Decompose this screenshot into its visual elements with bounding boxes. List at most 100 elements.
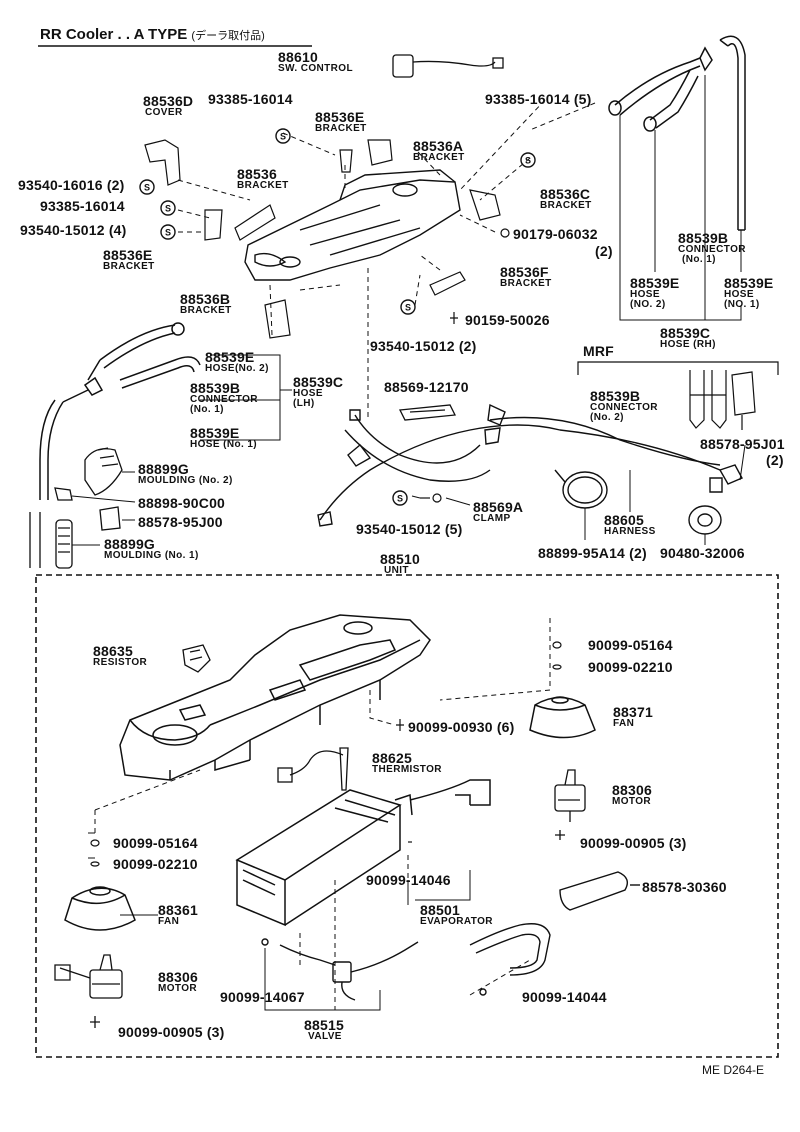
motor-right-drawing xyxy=(554,769,586,840)
part-number: 88510 xyxy=(380,551,420,567)
callout-88578-30360[interactable]: 88578-30360 xyxy=(642,879,727,895)
callout-88569-12170[interactable]: 88569-12170 xyxy=(384,379,469,395)
callout-88625[interactable]: 88625 THERMISTOR xyxy=(372,751,442,775)
part-number: 88899G xyxy=(104,536,156,552)
title-note: (デーラ取付品) xyxy=(191,30,265,42)
callout-90099-00905-b[interactable]: 90099-00905 (3) xyxy=(118,1024,225,1040)
callout-88610[interactable]: 88610 SW. CONTROL xyxy=(278,50,353,74)
callout-90099-14067[interactable]: 90099-14067 xyxy=(220,989,305,1005)
callout-88578-95J01[interactable]: 88578-95J01 (2) xyxy=(700,437,785,467)
callout-88539B-mrf[interactable]: 88539B CONNECTOR (No. 2) xyxy=(590,389,658,423)
callout-93540-15012-5[interactable]: 93540-15012 (5) xyxy=(356,521,463,537)
callout-93385-16014-a[interactable]: 93385-16014 xyxy=(208,91,293,107)
svg-text:S: S xyxy=(280,132,286,142)
callout-88539B-lh[interactable]: 88539B CONNECTOR (No. 1) xyxy=(190,381,258,415)
grommet-drawing xyxy=(688,505,722,535)
callout-88899-95A14[interactable]: 88899-95A14 (2) xyxy=(538,545,647,561)
part-name: BRACKET xyxy=(103,261,155,272)
part-name: MOTOR xyxy=(612,796,652,807)
callout-90099-00905-a[interactable]: 90099-00905 (3) xyxy=(580,835,687,851)
callout-90480-32006[interactable]: 90480-32006 xyxy=(660,545,745,561)
part-number: 88306 xyxy=(612,782,652,798)
part-sub: (NO. 1) xyxy=(724,299,760,310)
callout-88536B[interactable]: 88536B BRACKET xyxy=(180,292,232,316)
part-sub: (No. 1) xyxy=(682,254,716,265)
part-name: COVER xyxy=(145,107,183,118)
callout-88306-left[interactable]: 88306 MOTOR xyxy=(158,970,198,994)
callout-88539E-no2-lh[interactable]: 88539E HOSE(No. 2) xyxy=(205,350,269,374)
callout-88536E-left[interactable]: 88536E BRACKET xyxy=(103,248,155,272)
part-number: 88610 xyxy=(278,49,318,65)
part-name: SW. CONTROL xyxy=(278,63,353,74)
fan-right-drawing xyxy=(529,696,596,739)
callout-88539C-rh[interactable]: 88539C HOSE (RH) xyxy=(660,326,716,350)
part-number: 88501 xyxy=(420,902,460,918)
callout-90159-50026[interactable]: 90159-50026 xyxy=(465,312,550,328)
callout-88361[interactable]: 88361 FAN xyxy=(158,903,198,927)
part-name: CONNECTOR xyxy=(590,402,658,413)
callout-88539E-no2-rh[interactable]: 88539E HOSE (NO. 2) xyxy=(630,276,679,310)
callout-88539C-lh[interactable]: 88539C HOSE (LH) xyxy=(293,375,343,409)
callout-88536D[interactable]: 88536D COVER xyxy=(143,94,193,118)
part-number: 88306 xyxy=(158,969,198,985)
callout-88536C[interactable]: 88536C BRACKET xyxy=(540,187,592,211)
callout-88578-95J00[interactable]: 88578-95J00 xyxy=(138,514,223,530)
harness-drawing xyxy=(317,403,743,527)
callout-93385-16014-c[interactable]: 93385-16014 xyxy=(40,198,125,214)
callout-88539E-no1-lh[interactable]: 88539E HOSE (No. 1) xyxy=(190,426,257,450)
bracket-parts-drawing xyxy=(144,139,501,339)
rh-hose-drawing xyxy=(608,35,746,231)
callout-90099-02210-b[interactable]: 90099-02210 xyxy=(113,856,198,872)
callout-90099-02210-a[interactable]: 90099-02210 xyxy=(588,659,673,675)
bolts-upper xyxy=(450,228,510,324)
evaporator-drawing xyxy=(235,779,491,927)
part-name: THERMISTOR xyxy=(372,764,442,775)
part-quantity: (2) xyxy=(595,243,613,259)
callout-88510[interactable]: 88510 UNIT xyxy=(380,552,420,576)
moulding-leaders xyxy=(71,471,136,546)
callout-88899G-no2[interactable]: 88899G MOULDING (No. 2) xyxy=(138,462,233,486)
part-name: CLAMP xyxy=(473,513,511,524)
callout-90099-05164-b[interactable]: 90099-05164 xyxy=(113,835,198,851)
callout-90099-14046[interactable]: 90099-14046 xyxy=(366,872,451,888)
harness-leaders xyxy=(411,444,746,545)
part-number: 88536D xyxy=(143,93,194,109)
callout-88306-right[interactable]: 88306 MOTOR xyxy=(612,783,652,807)
callout-90099-00930[interactable]: 90099-00930 (6) xyxy=(408,719,515,735)
callout-88536E-top[interactable]: 88536E BRACKET xyxy=(315,110,367,134)
callout-88536F[interactable]: 88536F BRACKET xyxy=(500,265,552,289)
part-number: 88536F xyxy=(500,264,549,280)
callout-90099-05164-a[interactable]: 90099-05164 xyxy=(588,637,673,653)
callout-88899G-no1[interactable]: 88899G MOULDING (No. 1) xyxy=(104,537,199,561)
callout-88371[interactable]: 88371 FAN xyxy=(613,705,653,729)
callout-90099-14044[interactable]: 90099-14044 xyxy=(522,989,607,1005)
callout-93540-16016[interactable]: 93540-16016 (2) xyxy=(18,177,125,193)
callout-88569A[interactable]: 88569A CLAMP xyxy=(473,500,523,524)
part-name: CONNECTOR xyxy=(678,244,746,255)
callout-93540-15012-4[interactable]: 93540-15012 (4) xyxy=(20,222,127,238)
callout-90179-06032[interactable]: 90179-06032 (2) xyxy=(513,227,613,258)
part-name: MOULDING (No. 1) xyxy=(104,550,199,561)
part-name: VALVE xyxy=(308,1031,342,1042)
part-number: 88371 xyxy=(613,704,653,720)
callout-88898-90C00[interactable]: 88898-90C00 xyxy=(138,495,226,511)
callout-88635[interactable]: 88635 RESISTOR xyxy=(93,644,147,668)
callout-88539B-rh[interactable]: 88539B CONNECTOR (No. 1) xyxy=(678,231,746,265)
callout-88515[interactable]: 88515 VALVE xyxy=(304,1018,344,1042)
part-name: BRACKET xyxy=(237,180,289,191)
callout-88536[interactable]: 88536 BRACKET xyxy=(237,167,289,191)
moulding-drawing xyxy=(29,447,123,569)
callout-88539E-no1-rh[interactable]: 88539E HOSE (NO. 1) xyxy=(724,276,773,310)
part-name: HOSE(No. 2) xyxy=(205,363,269,374)
callout-93540-15012-2[interactable]: 93540-15012 (2) xyxy=(370,338,477,354)
part-sub: (NO. 2) xyxy=(630,299,666,310)
callout-88605[interactable]: 88605 HARNESS xyxy=(604,513,656,537)
part-sub: (No. 1) xyxy=(190,404,224,415)
part-sub: (No. 2) xyxy=(590,412,624,423)
part-number: 88539B xyxy=(190,380,241,396)
part-number: 88539B xyxy=(678,230,729,246)
callout-93385-16014-5[interactable]: 93385-16014 (5) xyxy=(485,91,592,107)
clamp-ring-drawing xyxy=(554,469,608,509)
callout-88501[interactable]: 88501 EVAPORATOR xyxy=(420,903,493,927)
callout-88536A[interactable]: 88536A BRACKET xyxy=(413,139,465,163)
